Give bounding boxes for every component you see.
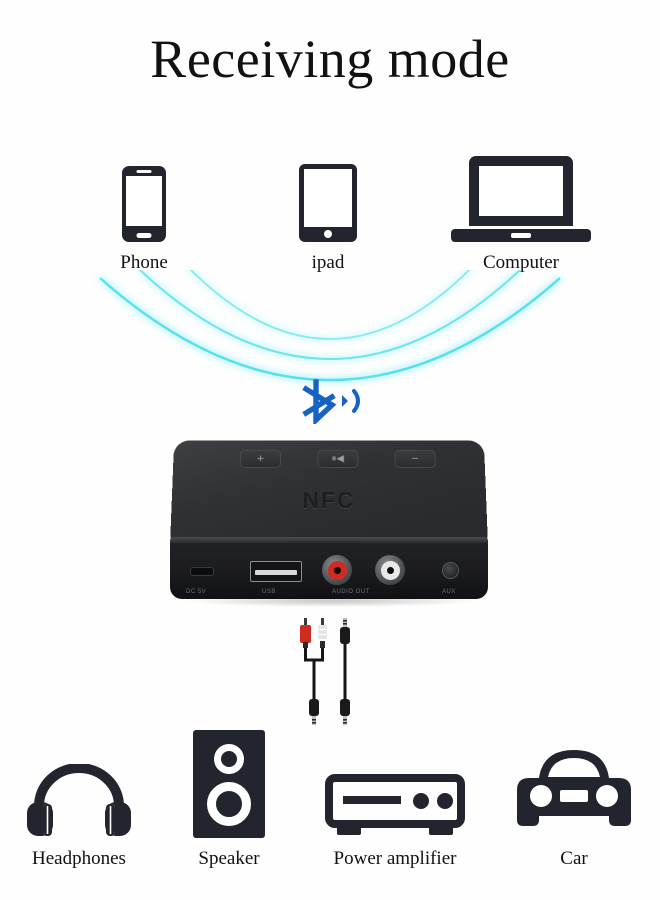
volume-down-button[interactable]: −	[394, 450, 435, 468]
rca-jack-white[interactable]	[375, 555, 405, 585]
output-label-headphones: Headphones	[8, 848, 150, 870]
source-item-phone: Phone	[96, 150, 192, 274]
laptop-icon	[450, 150, 592, 242]
source-item-computer: Computer	[450, 150, 592, 274]
output-devices-row: Headphones Speaker	[0, 728, 660, 888]
micro-usb-power-port[interactable]	[190, 567, 214, 576]
smartphone-icon	[96, 150, 192, 242]
bluetooth-icon	[292, 378, 368, 424]
play-previous-button[interactable]: ⏸◀	[317, 450, 358, 468]
rca-jack-red[interactable]	[322, 555, 352, 585]
output-item-car: Car	[500, 728, 648, 870]
car-icon	[500, 728, 648, 838]
headphones-icon	[8, 728, 150, 838]
source-devices-row: Phone ipad Computer	[0, 150, 660, 290]
device-port-panel: DC 5V USB AUDIO OUT AUX	[170, 537, 488, 599]
output-label-amplifier: Power amplifier	[310, 848, 480, 870]
rca-white-plug	[318, 618, 327, 648]
device-drop-shadow	[186, 595, 476, 607]
tablet-icon	[280, 150, 376, 242]
source-item-ipad: ipad	[280, 150, 376, 274]
nfc-brand-label: NFC	[160, 487, 498, 514]
3.5mm-plug-left	[309, 699, 319, 725]
output-label-speaker: Speaker	[165, 848, 293, 870]
output-item-headphones: Headphones	[8, 728, 150, 870]
aux-jack-port[interactable]	[442, 562, 459, 579]
page-title: Receiving mode	[0, 28, 660, 90]
usb-a-port[interactable]	[250, 561, 302, 582]
amplifier-icon	[310, 728, 480, 838]
rca-to-3.5mm-cable	[286, 616, 378, 728]
output-item-amplifier: Power amplifier	[310, 728, 480, 870]
bluetooth-nfc-receiver: + ⏸◀ − NFC DC 5V USB AUDIO OUT AUX	[160, 437, 498, 609]
speaker-icon	[165, 728, 293, 838]
rca-red-plug	[300, 618, 311, 648]
3.5mm-plug-top-right	[340, 618, 350, 644]
output-label-car: Car	[500, 848, 648, 870]
3.5mm-plug-bottom-right	[340, 699, 350, 725]
volume-up-button[interactable]: +	[240, 450, 281, 468]
output-item-speaker: Speaker	[165, 728, 293, 870]
device-button-row: + ⏸◀ −	[240, 450, 436, 468]
